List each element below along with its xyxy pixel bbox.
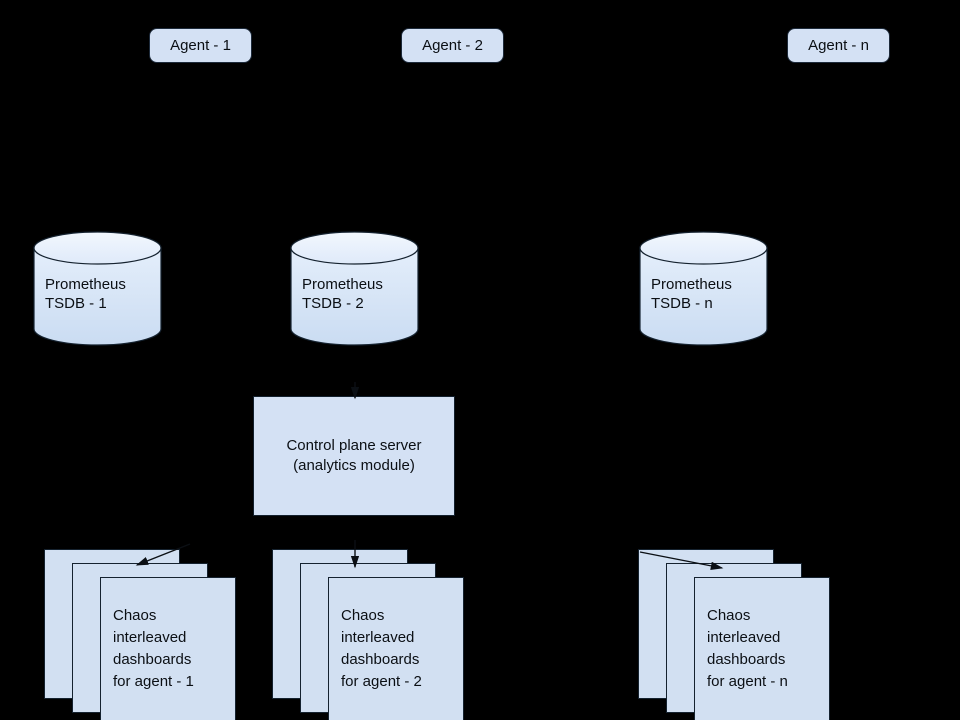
cylinder-icon	[290, 231, 419, 346]
control-plane-server-node[interactable]: Control plane server (analytics module)	[253, 396, 455, 516]
agent-node-n-label: Agent - n	[808, 37, 869, 54]
dashboard-stack-agent-1[interactable]: Chaos interleaved dashboards for agent -…	[44, 549, 236, 720]
agent-node-n[interactable]: Agent - n	[787, 28, 890, 63]
dashboard-stack-agent-2[interactable]: Chaos interleaved dashboards for agent -…	[272, 549, 464, 720]
agent-node-2[interactable]: Agent - 2	[401, 28, 504, 63]
agent-node-1[interactable]: Agent - 1	[149, 28, 252, 63]
agent-node-1-label: Agent - 1	[170, 37, 231, 54]
cylinder-icon	[639, 231, 768, 346]
prometheus-tsdb-node-n[interactable]: Prometheus TSDB - n	[639, 231, 768, 346]
dashboard-stack-agent-n[interactable]: Chaos interleaved dashboards for agent -…	[638, 549, 830, 720]
dashboard-card-front	[694, 577, 830, 720]
cylinder-icon	[33, 231, 162, 346]
agent-node-2-label: Agent - 2	[422, 37, 483, 54]
control-plane-server-label: Control plane server (analytics module)	[286, 437, 422, 474]
dashboard-card-front	[328, 577, 464, 720]
prometheus-tsdb-node-1[interactable]: Prometheus TSDB - 1	[33, 231, 162, 346]
prometheus-tsdb-node-2[interactable]: Prometheus TSDB - 2	[290, 231, 419, 346]
dashboard-card-front	[100, 577, 236, 720]
